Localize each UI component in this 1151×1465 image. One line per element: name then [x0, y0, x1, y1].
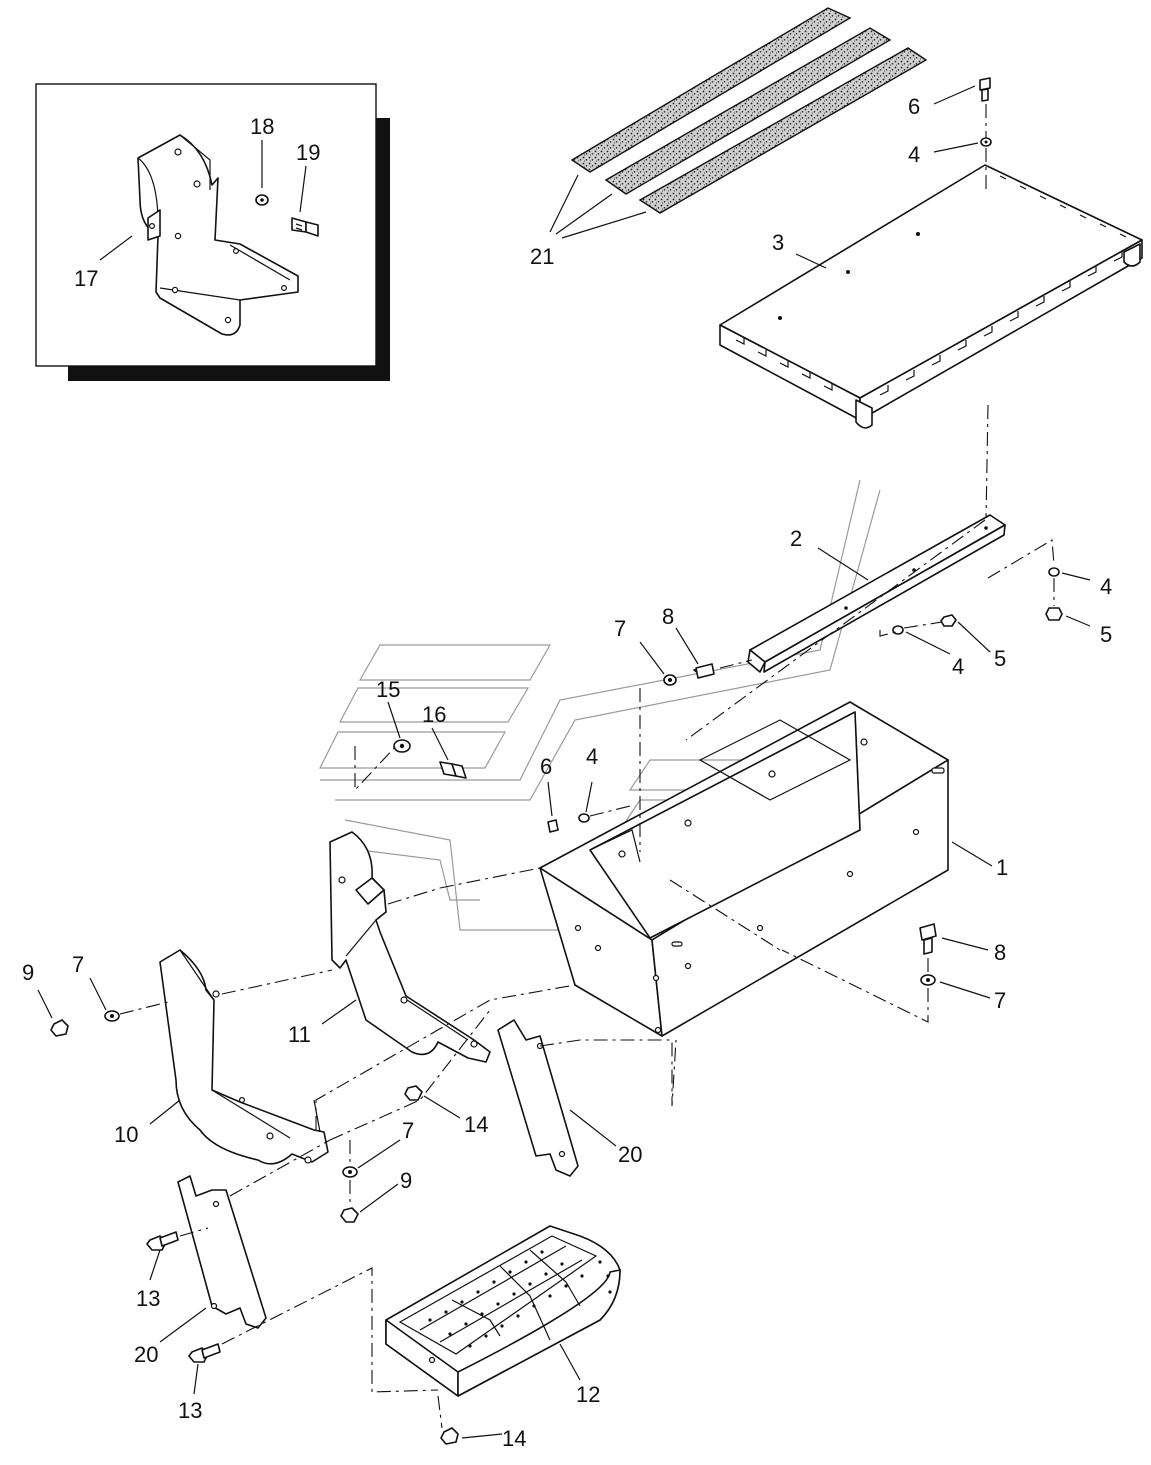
nut-part-5-right — [1045, 607, 1063, 621]
callout-10: 10 — [114, 1122, 138, 1147]
callout-4-right: 4 — [1100, 574, 1112, 599]
callout-21: 21 — [530, 244, 554, 269]
bolt-part-19 — [291, 217, 319, 237]
callout-19: 19 — [296, 140, 320, 165]
washer-part-18 — [255, 194, 269, 206]
bracket-part-17 — [137, 134, 299, 336]
nut-part-5-mid — [940, 614, 957, 627]
nut-part-4-lower — [578, 813, 590, 823]
callout-7-left: 7 — [72, 952, 84, 977]
bolt-part-8-lower — [919, 923, 937, 955]
callout-3: 3 — [772, 230, 784, 255]
callout-20-right: 20 — [618, 1142, 642, 1167]
washer-part-7-lower — [342, 1166, 358, 1178]
callout-9-left: 9 — [22, 960, 34, 985]
callout-7-lower: 7 — [402, 1118, 414, 1143]
bolt-part-13-upper — [146, 1231, 179, 1251]
nut-part-14-lower — [440, 1427, 459, 1445]
step-plate-part-3 — [719, 164, 1143, 429]
plate-part-20-right — [497, 1019, 579, 1177]
callout-18: 18 — [250, 114, 274, 139]
callout-14-lower: 14 — [502, 1426, 526, 1451]
washer-part-7-left — [104, 1010, 120, 1022]
leader-19 — [299, 165, 307, 213]
grit-strip-part-21 — [549, 7, 928, 239]
leader-17 — [99, 235, 133, 261]
bolt-part-6-lower — [547, 819, 559, 833]
callout-12: 12 — [576, 1382, 600, 1407]
callout-13-upper: 13 — [136, 1286, 160, 1311]
callout-4-box: 4 — [586, 744, 598, 769]
nut-part-9-lower — [340, 1207, 359, 1223]
callout-11: 11 — [288, 1022, 311, 1047]
nut-part-9-left — [50, 1019, 69, 1037]
callout-5-mid: 5 — [994, 646, 1006, 671]
callout-1: 1 — [996, 855, 1008, 880]
bolt-part-13-lower — [188, 1343, 221, 1363]
washer-part-7-upper — [663, 674, 677, 686]
bolt-part-8-upper — [693, 663, 715, 679]
callout-5-right: 5 — [1100, 622, 1112, 647]
angle-rail-part-2 — [747, 514, 1006, 673]
callout-7-right: 7 — [994, 988, 1006, 1013]
bolt-part-16 — [439, 761, 467, 779]
nut-part-14-upper — [404, 1085, 423, 1101]
callout-labels: 1 2 3 4 4 4 4 5 5 6 6 7 7 7 7 8 8 9 9 10… — [22, 94, 1112, 1451]
callout-20-left: 20 — [134, 1342, 158, 1367]
callout-15: 15 — [376, 677, 400, 702]
callout-17: 17 — [74, 266, 98, 291]
callout-4-mid: 4 — [952, 654, 964, 679]
callout-4-top: 4 — [908, 142, 920, 167]
step-box-part-1 — [539, 701, 949, 1037]
bolt-part-6-top — [979, 77, 991, 102]
nut-part-4-right — [1048, 567, 1060, 577]
callout-7-upper: 7 — [614, 616, 626, 641]
washer-part-7-right — [920, 974, 936, 986]
washer-part-15 — [393, 739, 411, 753]
washer-part-4-top — [980, 137, 992, 147]
washer-part-4-mid — [892, 625, 904, 635]
callout-6-box: 6 — [540, 754, 552, 779]
callout-13-lower: 13 — [178, 1398, 202, 1423]
callout-8-upper: 8 — [662, 604, 674, 629]
plate-part-20-left — [177, 1175, 267, 1329]
callout-6-top: 6 — [908, 94, 920, 119]
callout-16: 16 — [422, 702, 446, 727]
callout-2: 2 — [790, 526, 802, 551]
bracket-part-10 — [159, 949, 329, 1165]
leader-lines — [37, 85, 1091, 1439]
callout-14-upper: 14 — [464, 1112, 488, 1137]
step-tread-part-12 — [385, 1225, 621, 1397]
watermark-logo — [319, 479, 881, 931]
inset-detail — [35, 83, 390, 381]
callout-9-lower: 9 — [400, 1168, 412, 1193]
callout-8-lower: 8 — [994, 940, 1006, 965]
bracket-part-11 — [329, 831, 491, 1063]
